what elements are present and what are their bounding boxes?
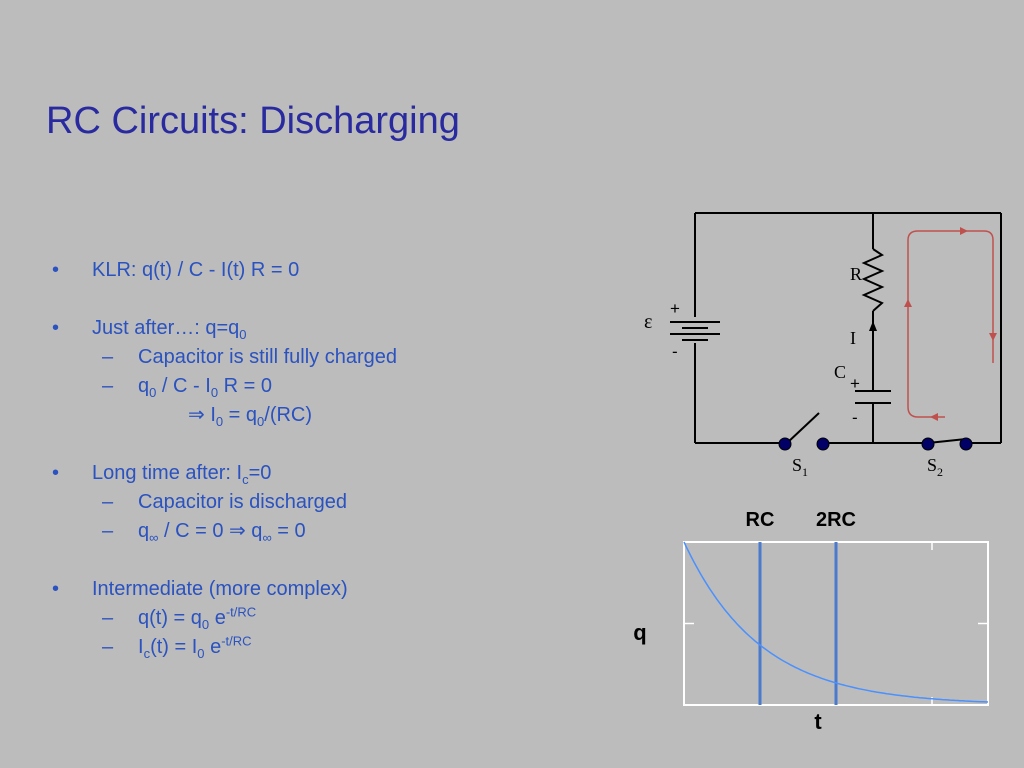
text: q <box>138 375 150 397</box>
bullet-dot: • <box>52 462 60 484</box>
text: / C = 0 ⇒ q <box>158 520 263 542</box>
sub-bullet-dash: – <box>102 491 114 513</box>
bullet-list: • KLR: q(t) / C - I(t) R = 0 • Just afte… <box>50 256 610 662</box>
superscript: -t/RC <box>225 604 257 620</box>
text: q <box>138 520 150 542</box>
text: e <box>204 636 222 658</box>
subscript: 0 <box>210 385 219 400</box>
switch-s1-node-right <box>816 437 830 451</box>
text: Long time after: I <box>92 462 243 484</box>
superscript: -t/RC <box>221 633 252 649</box>
bullet-just-after: • Just after…: q=q0 <box>50 314 610 343</box>
bullet-text: Just after…: q=q <box>92 317 240 339</box>
sub-bullet-dash: – <box>102 520 114 542</box>
rc-circuit-diagram: ε + - R I C + - S1 S2 <box>644 212 1002 479</box>
bullet-text: Intermediate (more complex) <box>92 578 348 600</box>
text: q(t) = q <box>138 607 202 629</box>
bullet-intermediate: • Intermediate (more complex) <box>50 575 610 604</box>
capacitor-plus-label: + <box>850 374 860 393</box>
switch-s1-label: S1 <box>792 455 808 479</box>
bullet-dot: • <box>52 578 60 600</box>
current-arrow-icon <box>869 321 877 331</box>
subscript: 0 <box>239 327 247 342</box>
switch-s1-node-left <box>778 437 792 451</box>
sub-bullet-q-t: – q(t) = q0 e-t/RC <box>50 604 610 633</box>
current-loop-arrow <box>907 230 994 418</box>
marker-label-2rc: 2RC <box>816 509 856 531</box>
sub-bullet-qinf: – q∞ / C = 0 ⇒ q∞ = 0 <box>50 517 610 546</box>
text: =0 <box>248 462 272 484</box>
resistor-symbol <box>861 248 885 312</box>
capacitor-label: C <box>834 362 846 382</box>
text: = q <box>223 404 258 426</box>
switch-s2-lever <box>927 438 967 444</box>
subscript: 0 <box>197 646 205 661</box>
sub-bullet-dash: – <box>102 607 114 629</box>
emf-plus-label: + <box>670 299 680 318</box>
subscript: c <box>242 472 249 487</box>
loop-arrowhead-bottom <box>930 413 938 421</box>
emf-label: ε <box>644 311 652 333</box>
bullet-dot: • <box>52 259 60 281</box>
sub-bullet-text: Capacitor is discharged <box>138 491 347 513</box>
loop-arrowhead-right <box>989 333 997 341</box>
subscript: ∞ <box>262 530 272 545</box>
subscript: c <box>143 646 151 661</box>
text: /(RC) <box>264 404 313 426</box>
sub-bullet-i-t: – Ic(t) = I0 e-t/RC <box>50 633 610 662</box>
subscript: 0 <box>149 385 157 400</box>
sub-bullet-discharged: – Capacitor is discharged <box>50 488 610 517</box>
text: I <box>138 636 144 658</box>
subscript: 0 <box>215 414 224 429</box>
loop-arrowhead-left <box>904 299 912 307</box>
emf-minus-label: - <box>672 342 678 361</box>
loop-arrowhead-top <box>960 227 968 235</box>
subscript: ∞ <box>149 530 159 545</box>
subscript: 0 <box>201 617 210 632</box>
text: / C - I <box>156 375 211 397</box>
sub-bullet-dash: – <box>102 346 114 368</box>
bullet-text: KLR: q(t) / C - I(t) R = 0 <box>92 259 300 281</box>
sub-bullet-dash: – <box>102 375 114 397</box>
bullet-long-time: • Long time after: Ic=0 <box>50 459 610 488</box>
bullet-dot: • <box>52 317 60 339</box>
switch-s1-lever <box>786 412 820 444</box>
current-label: I <box>850 328 856 348</box>
slide-title: RC Circuits: Discharging <box>46 100 460 142</box>
capacitor-minus-label: - <box>852 408 858 427</box>
discharge-plot: RC 2RC q t <box>633 509 989 734</box>
bullet-klr: • KLR: q(t) / C - I(t) R = 0 <box>50 256 610 285</box>
capacitor-symbol <box>855 390 891 404</box>
text: e <box>209 607 226 629</box>
x-axis-label: t <box>814 709 822 734</box>
switch-s2-label: S2 <box>927 455 943 479</box>
text: (t) = I <box>150 636 198 658</box>
subscript: 0 <box>257 414 265 429</box>
sub-bullet-dash: – <box>102 636 114 658</box>
sub-bullet-text: Capacitor is still fully charged <box>138 346 397 368</box>
switch-s2-node-right <box>959 437 973 451</box>
charge-decay-curve <box>683 541 989 703</box>
i0-equation: ⇒ I0 = q0/(RC) <box>50 401 610 430</box>
switch-s2-node-left <box>921 437 935 451</box>
circuit-wires <box>694 212 1002 444</box>
text: ⇒ I <box>188 404 216 426</box>
battery-symbol <box>670 321 720 341</box>
sub-bullet-fully-charged: – Capacitor is still fully charged <box>50 343 610 372</box>
plot-markers <box>758 542 838 705</box>
y-axis-label: q <box>633 620 646 645</box>
text: R = 0 <box>218 375 272 397</box>
resistor-label: R <box>850 264 862 284</box>
text: = 0 <box>271 520 306 542</box>
sub-bullet-q0-equation: – q0 / C - I0 R = 0 <box>50 372 610 401</box>
marker-label-rc: RC <box>746 509 775 531</box>
